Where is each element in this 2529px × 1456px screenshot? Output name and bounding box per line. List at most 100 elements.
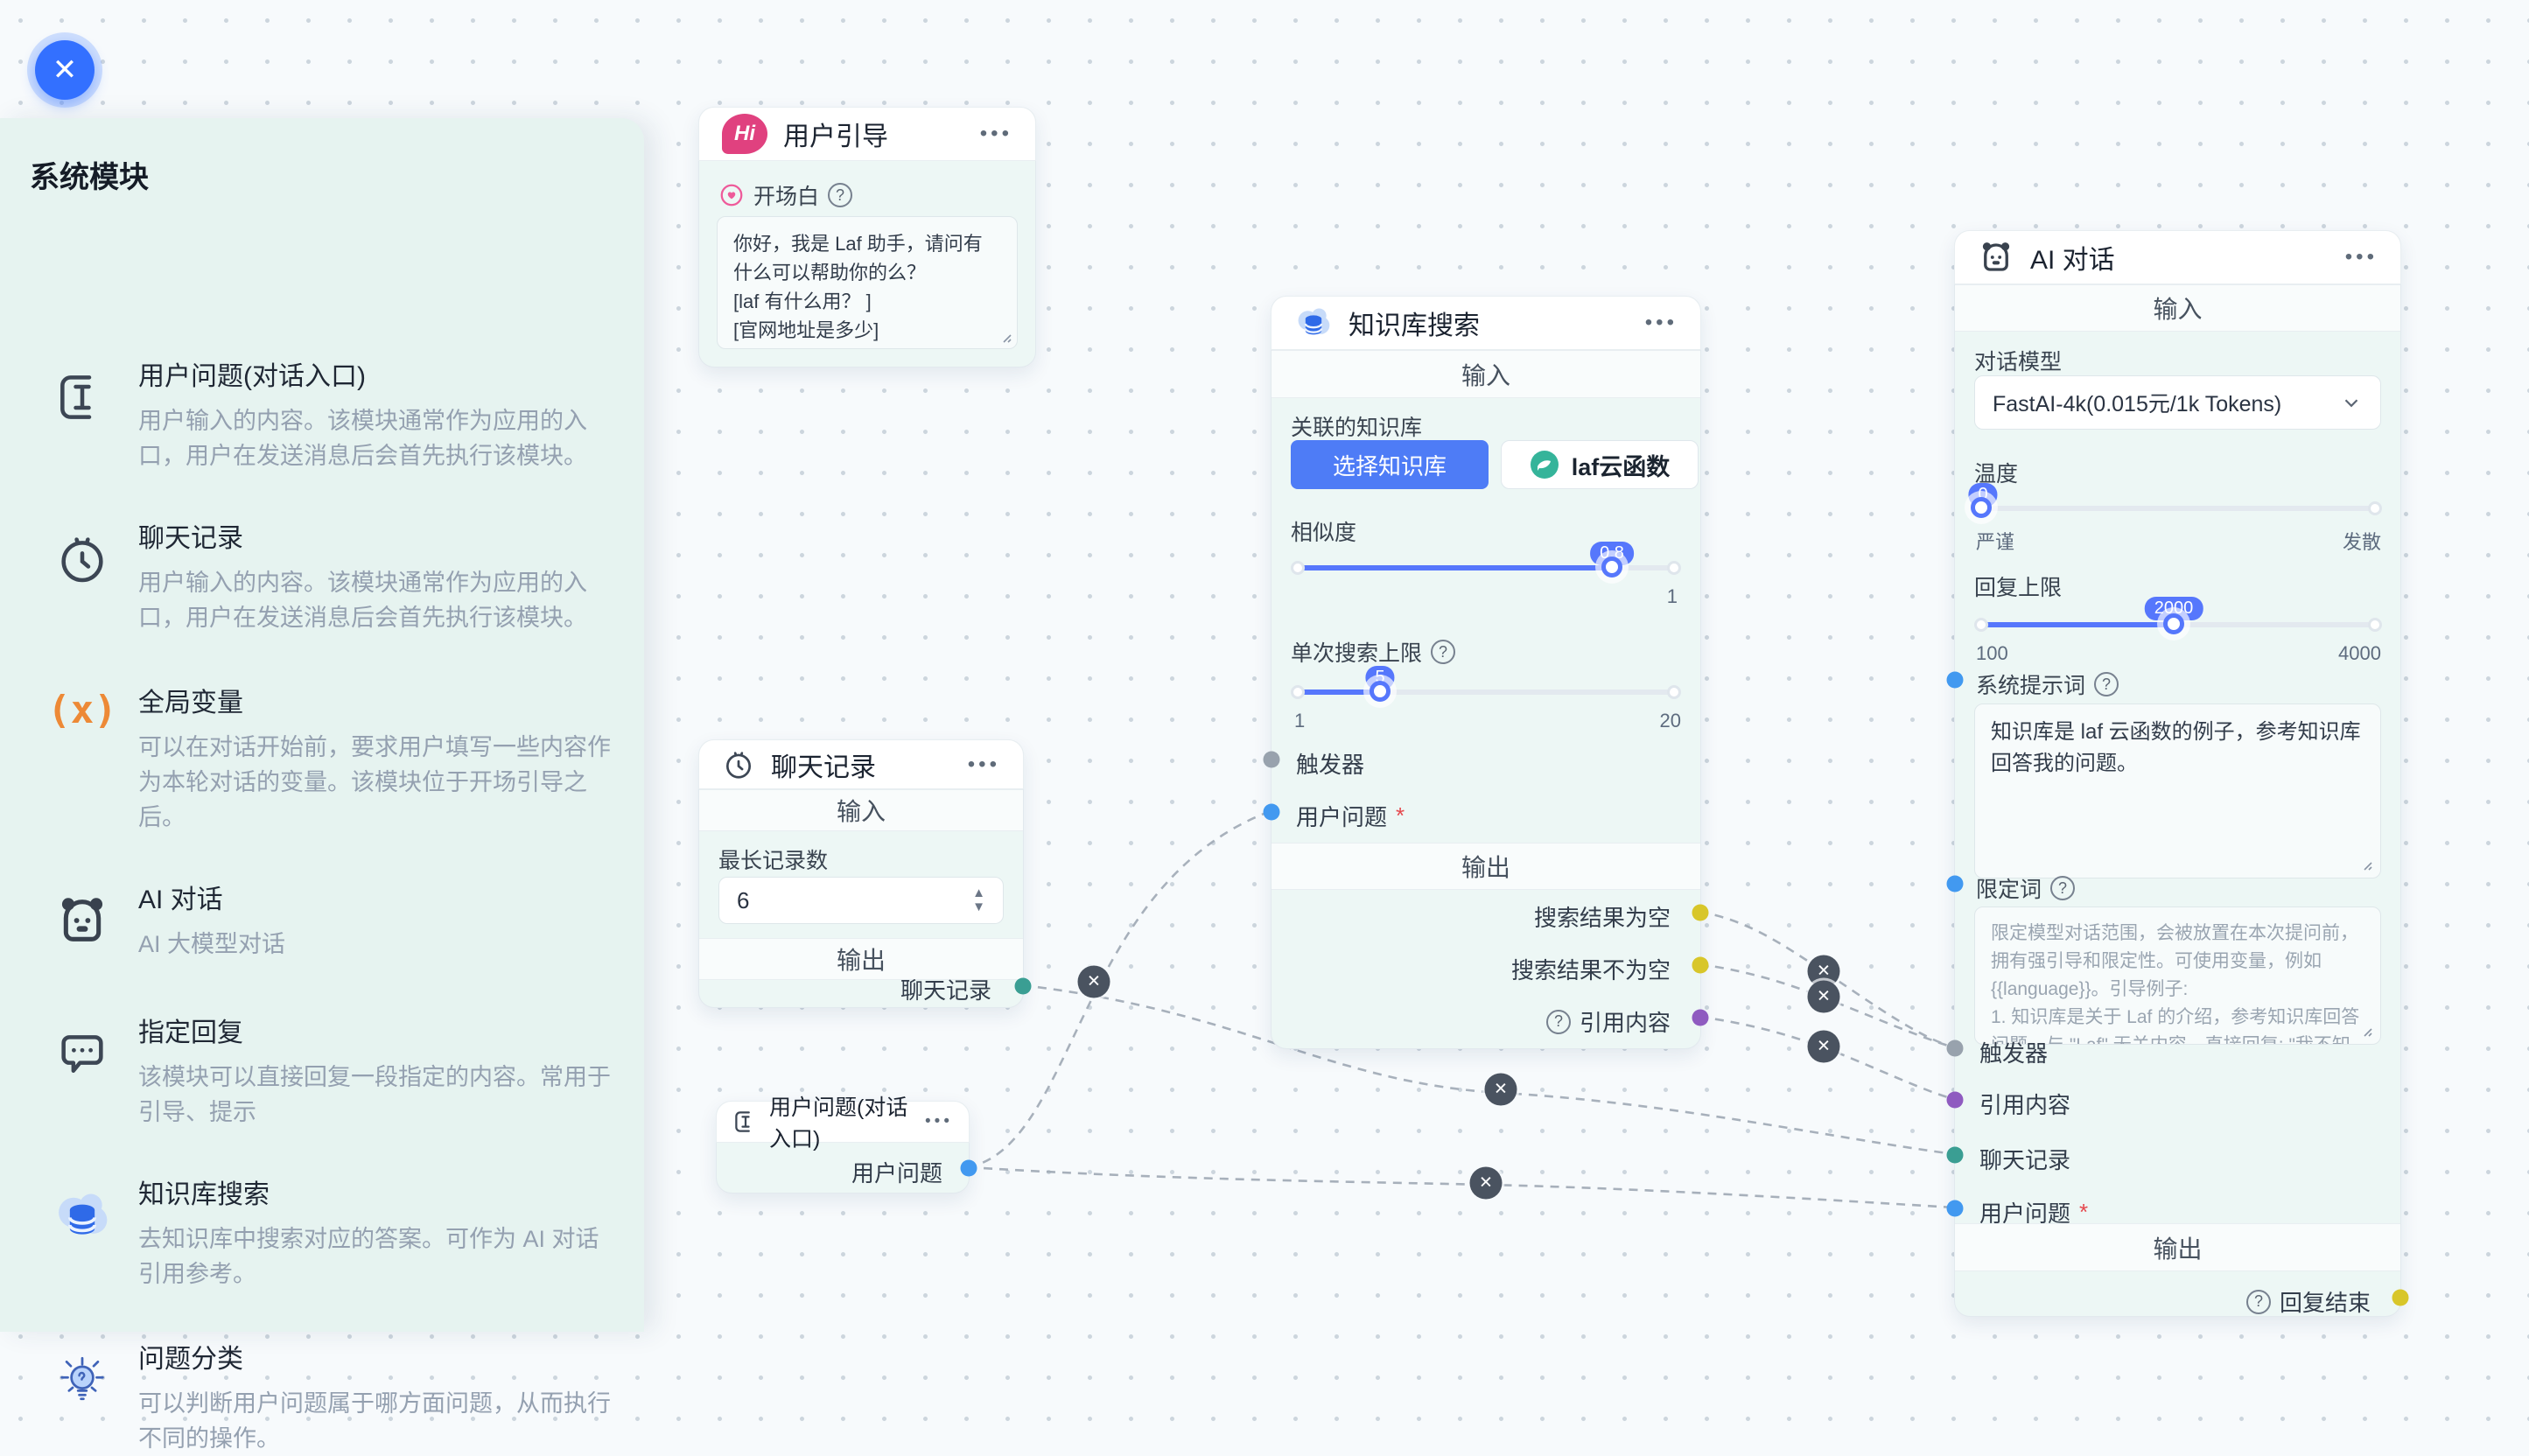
sidebar-title: 系统模块 (30, 161, 149, 194)
node-user-guide[interactable]: Hi 用户引导 ••• 开场白 ? 你好，我是 Laf 助手，请问有什么可以帮助… (698, 107, 1036, 368)
history-output-label: 聊天记录 (900, 977, 991, 1004)
dataset-chip-laf[interactable]: laf云函数 (1501, 440, 1699, 489)
limit-words-textarea[interactable]: 限定模型对话范围，会被放置在本次提问前，拥有强引导和限定性。可使用变量，例如 {… (1974, 906, 2381, 1045)
search-limit-min-label: 1 (1294, 710, 1306, 732)
kb-quote-output-port[interactable] (1692, 1009, 1709, 1026)
edge-delete-button[interactable]: ✕ (1807, 955, 1840, 988)
max-history-input[interactable]: 6 ▲ ▼ (718, 877, 1004, 924)
temperature-slider-thumb[interactable] (1971, 497, 1992, 518)
sidebar-item-question-classify[interactable]: 问题分类 可以判断用户问题属于哪方面问题，从而执行不同的操作。 (26, 1337, 618, 1456)
help-icon[interactable]: ? (1431, 640, 1456, 664)
sidebar-item-desc: 可以判断用户问题属于哪方面问题，从而执行不同的操作。 (138, 1390, 611, 1452)
dataset-label: 关联的知识库 (1291, 416, 1423, 440)
sidebar-item-ai-chat[interactable]: AI 对话 AI 大模型对话 (26, 878, 618, 962)
system-prompt-textarea[interactable]: 知识库是 laf 云函数的例子，参考知识库回答我的问题。 (1974, 704, 2381, 878)
max-token-slider-thumb[interactable] (2163, 613, 2184, 634)
sidebar-item-title: 问题分类 (138, 1345, 243, 1374)
input-section-header: 输入 (1955, 284, 2400, 332)
node-ai-chat[interactable]: AI 对话 ••• 输入 对话模型 FastAI-4k(0.015元/1k To… (1946, 230, 2409, 1318)
help-icon[interactable]: ? (2245, 1289, 2271, 1314)
module-sidebar: 系统模块 用户问题(对话入口) 用户输入的内容。该模块通常作为应用的入口，用户在… (0, 118, 644, 1452)
ai-trigger-input-port[interactable] (1946, 1040, 1964, 1057)
output-section-header: 输出 (1955, 1223, 2400, 1271)
sidebar-item-chat-history[interactable]: 聊天记录 用户输入的内容。该模块通常作为应用的入口，用户在发送消息后会首先执行该… (26, 516, 618, 635)
ai-done-output-port[interactable] (2392, 1289, 2409, 1306)
similarity-slider[interactable] (1291, 556, 1681, 578)
clock-icon (26, 516, 138, 635)
max-token-max-label: 4000 (2338, 642, 2381, 664)
temperature-slider[interactable] (1971, 497, 2382, 518)
node-menu-button[interactable]: ••• (1644, 311, 1678, 334)
help-icon[interactable]: ? (1545, 1009, 1571, 1034)
node-title: 聊天记录 (771, 752, 876, 782)
node-user-question[interactable]: 用户问题(对话入口) ••• 用户问题 (716, 1096, 977, 1194)
resize-handle-icon[interactable] (2359, 1024, 2373, 1038)
ai-limit-input-port[interactable] (1946, 875, 1964, 892)
sidebar-item-user-question[interactable]: 用户问题(对话入口) 用户输入的内容。该模块通常作为应用的入口，用户在发送消息后… (26, 354, 618, 473)
search-limit-slider-thumb[interactable] (1370, 681, 1391, 702)
guide-icon: Hi (722, 114, 767, 154)
ai-userq-input-port[interactable] (1946, 1200, 1964, 1217)
ai-sysprompt-input-port[interactable] (1946, 671, 1964, 689)
search-limit-label: 单次搜索上限 ? (1291, 636, 1456, 668)
sidebar-item-assigned-reply[interactable]: 指定回复 该模块可以直接回复一段指定的内容。常用于引导、提示 (26, 1011, 618, 1130)
input-section-header: 输入 (699, 789, 1023, 831)
max-token-label: 回复上限 (1974, 576, 2063, 600)
resize-handle-icon[interactable] (2359, 858, 2373, 872)
input-section-header: 输入 (1272, 350, 1700, 398)
classify-bulb-icon (26, 1337, 138, 1456)
max-token-slider[interactable] (1974, 613, 2382, 634)
help-icon[interactable]: ? (828, 183, 853, 207)
edge-delete-button[interactable]: ✕ (1077, 965, 1110, 998)
laf-logo-icon (1530, 451, 1559, 479)
edge-delete-button[interactable]: ✕ (1469, 1166, 1503, 1200)
output-section-header: 输出 (1272, 843, 1700, 890)
node-title: 知识库搜索 (1349, 312, 1480, 340)
edge-delete-button[interactable]: ✕ (1807, 980, 1840, 1013)
heart-bubble-icon (720, 184, 743, 206)
max-history-label: 最长记录数 (718, 849, 829, 873)
text-cursor-icon (26, 354, 138, 473)
kb-trigger-input-port[interactable] (1263, 751, 1280, 768)
edge-userq-to-kb (967, 809, 1272, 1169)
select-dataset-button[interactable]: 选择知识库 (1291, 440, 1489, 489)
kb-userq-input-port[interactable] (1263, 803, 1280, 821)
node-chat-history[interactable]: 聊天记录 ••• 输入 最长记录数 6 ▲ ▼ 输出 聊天记录 (698, 739, 1032, 1008)
ai-done-output-label: ? 回复结束 (2091, 1285, 2371, 1318)
userq-output-label: 用户问题 (851, 1160, 942, 1186)
number-stepper[interactable]: ▲ ▼ (972, 886, 985, 914)
ai-userq-label: 用户问题* (1979, 1199, 2089, 1227)
node-menu-button[interactable]: ••• (979, 122, 1012, 145)
model-select[interactable]: FastAI-4k(0.015元/1k Tokens) (1974, 375, 2381, 430)
help-icon[interactable]: ? (2094, 672, 2119, 696)
node-menu-button[interactable]: ••• (925, 1112, 953, 1130)
kb-empty-output-port[interactable] (1692, 904, 1709, 921)
history-output-port[interactable] (1014, 977, 1032, 995)
similarity-slider-thumb[interactable] (1601, 556, 1622, 578)
edge-delete-button[interactable]: ✕ (1484, 1073, 1517, 1106)
sidebar-item-title: 知识库搜索 (138, 1180, 270, 1209)
welcome-textarea[interactable]: 你好，我是 Laf 助手，请问有什么可以帮助你的么？ [laf 有什么用？ ] … (717, 216, 1018, 349)
step-up-icon: ▲ (972, 886, 985, 900)
ai-quote-input-port[interactable] (1946, 1091, 1964, 1109)
node-menu-button[interactable]: ••• (2344, 245, 2378, 269)
sidebar-item-global-variable[interactable]: (x) 全局变量 可以在对话开始前，要求用户填写一些内容作为本轮对话的变量。该模… (26, 681, 618, 835)
robot-icon (26, 878, 138, 962)
help-icon[interactable]: ? (2050, 876, 2076, 900)
search-limit-slider[interactable] (1291, 681, 1681, 702)
sidebar-item-kb-search[interactable]: 知识库搜索 去知识库中搜索对应的答案。可作为 AI 对话引用参考。 (26, 1172, 618, 1292)
node-kb-search[interactable]: 知识库搜索 ••• 输入 关联的知识库 选择知识库 laf云函数 相似度 0.8… (1263, 296, 1709, 1049)
close-panel-button[interactable]: ✕ (35, 40, 95, 100)
node-menu-button[interactable]: ••• (967, 752, 1000, 776)
ai-history-input-port[interactable] (1946, 1146, 1964, 1164)
edge-delete-button[interactable]: ✕ (1807, 1030, 1840, 1063)
sidebar-item-title: AI 对话 (138, 886, 223, 914)
userq-output-port[interactable] (960, 1159, 977, 1177)
sidebar-item-desc: 用户输入的内容。该模块通常作为应用的入口，用户在发送消息后会首先执行该模块。 (138, 570, 587, 631)
sidebar-item-title: 指定回复 (138, 1018, 243, 1047)
clock-icon (725, 751, 752, 779)
welcome-field-label: 开场白 ? (718, 179, 853, 211)
reply-bubble-icon (26, 1011, 138, 1130)
kb-notempty-output-port[interactable] (1692, 956, 1709, 974)
resize-handle-icon[interactable] (998, 330, 1012, 344)
